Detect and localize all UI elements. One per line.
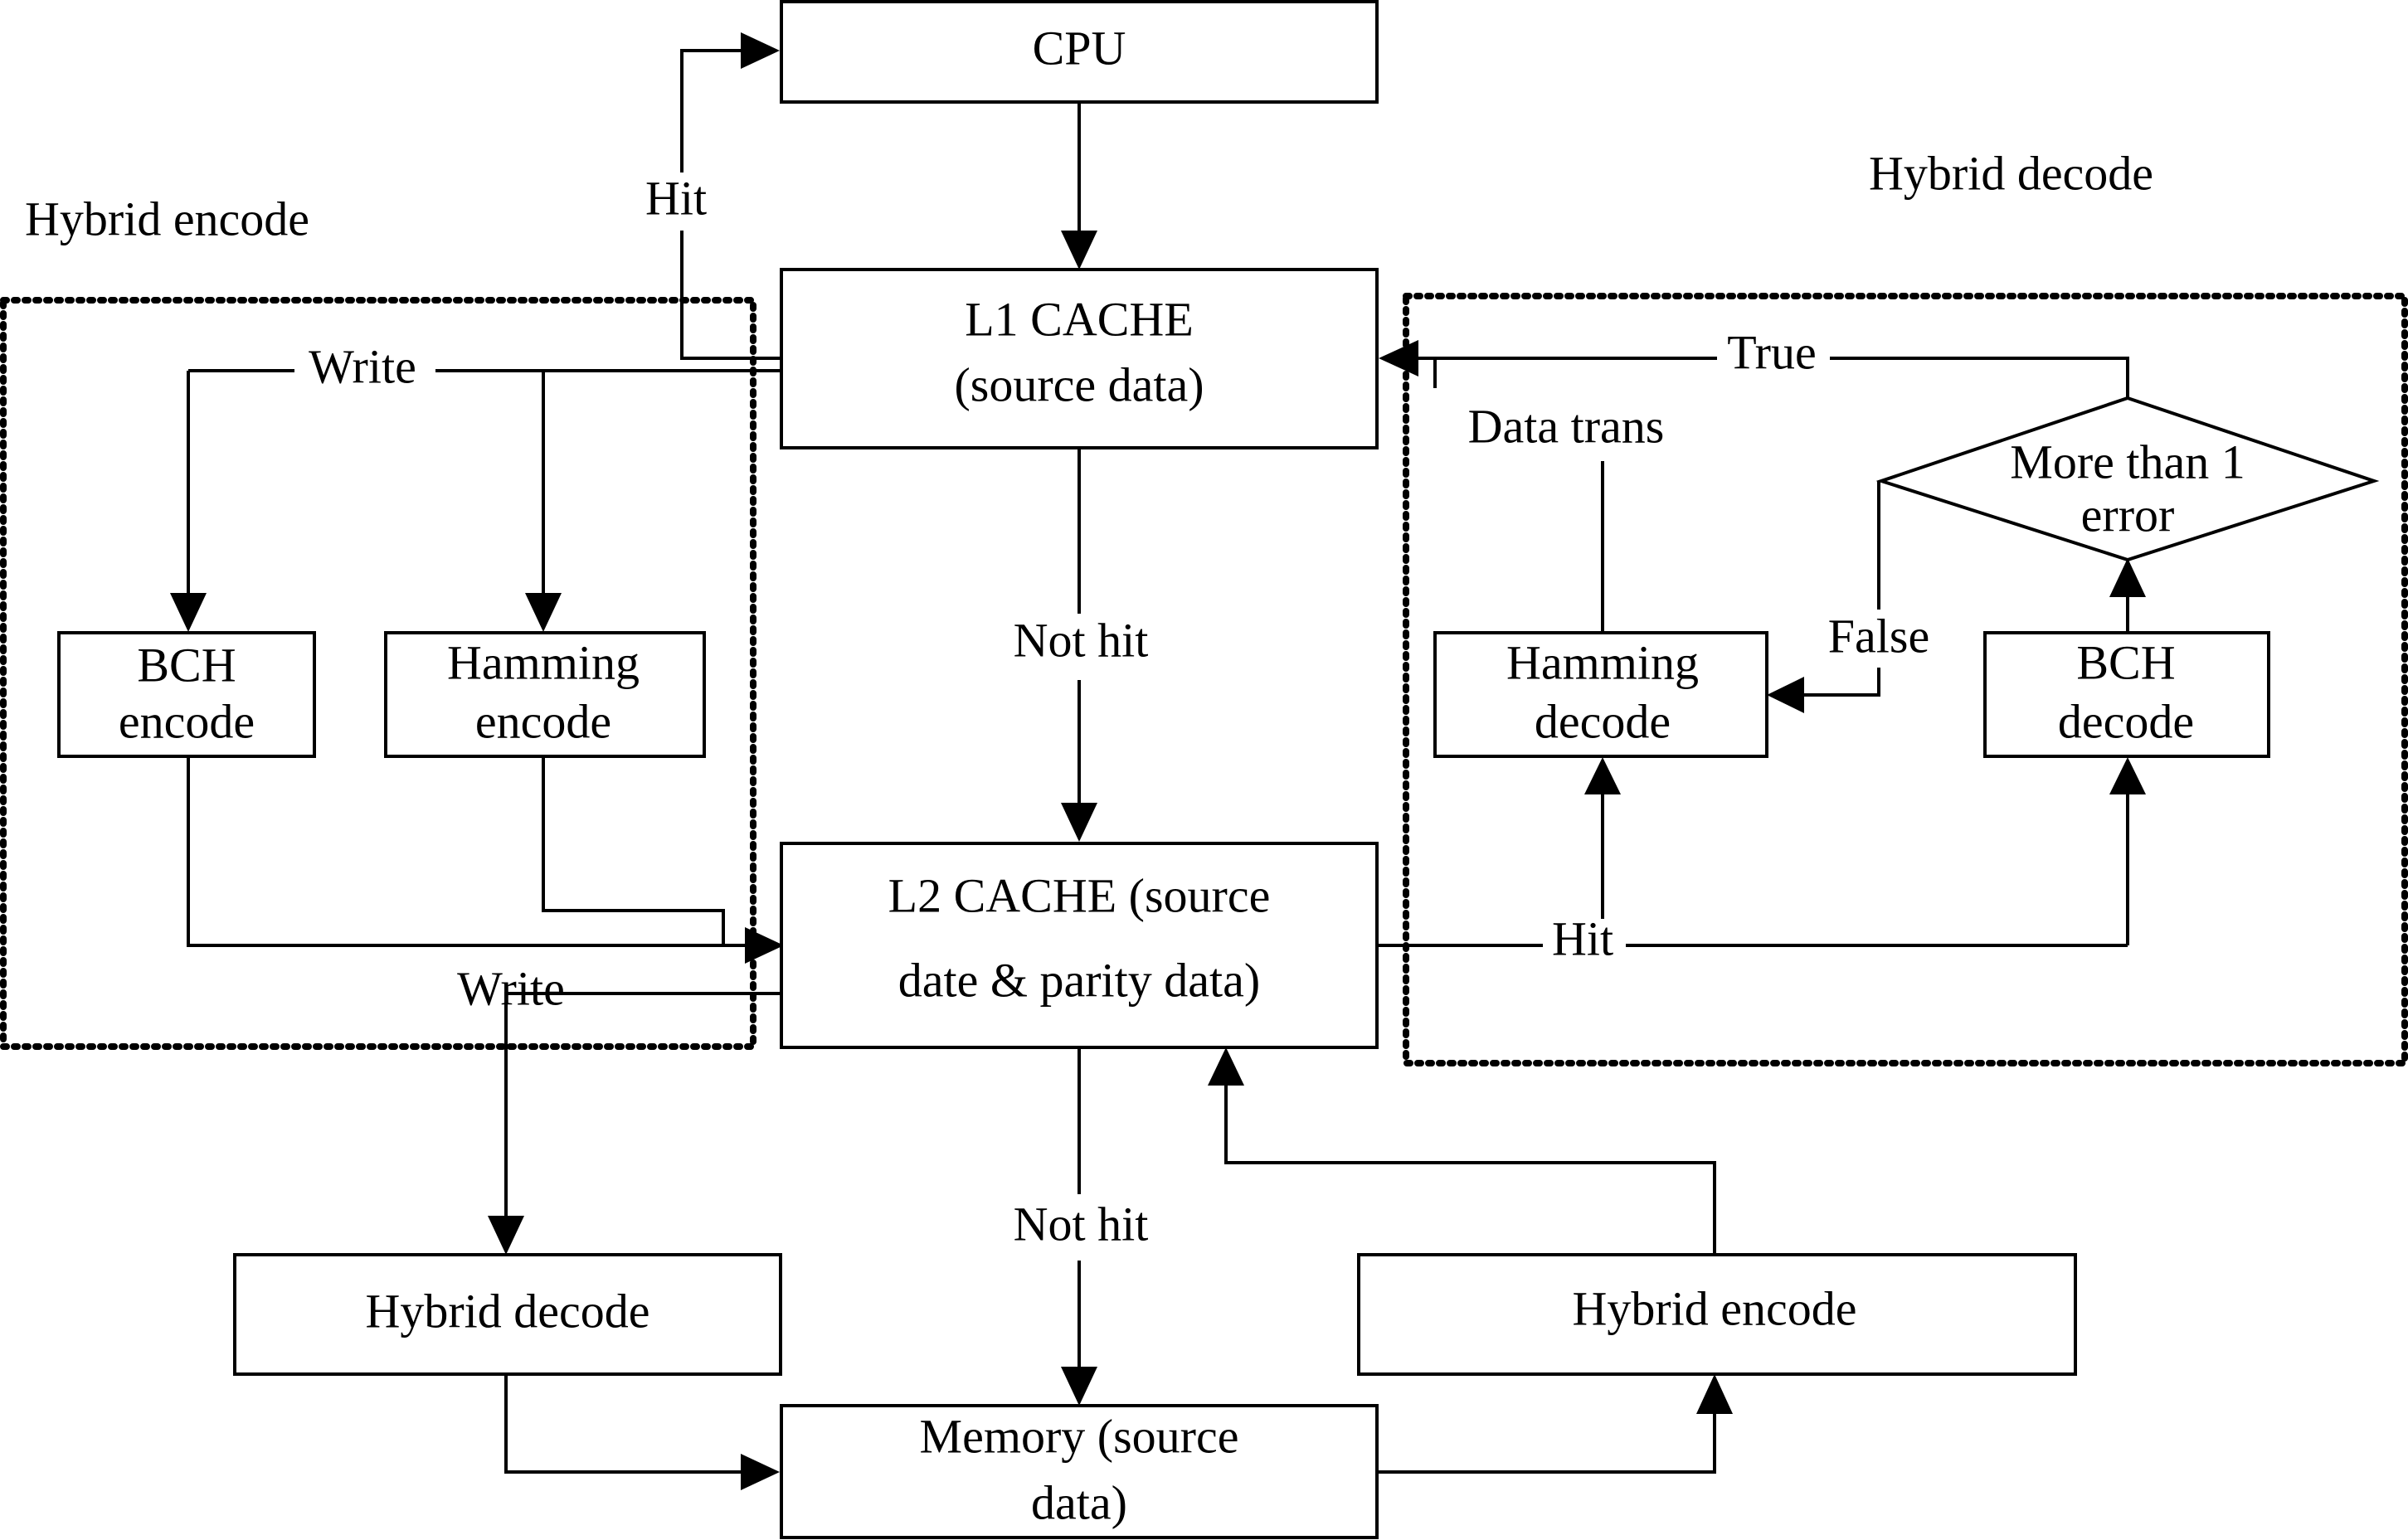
bch-encode-node (57, 631, 316, 758)
hamming-decode-node (1433, 631, 1768, 758)
bch-decode-node (1983, 631, 2270, 758)
hybrid-decode-box-label: Hybrid decode (365, 1284, 649, 1338)
l2-label-line1: L2 CACHE (source (888, 868, 1271, 922)
hybrid-encode-box-label: Hybrid encode (1572, 1281, 1856, 1335)
bch-encode-label-line2: encode (119, 694, 255, 748)
data-trans-label: Data trans (1468, 399, 1665, 453)
false-label: False (1828, 609, 1929, 663)
bch-encode-label-line1: BCH (137, 638, 236, 692)
l2-label-line2: date & parity data) (898, 953, 1260, 1007)
l1-label-line2: (source data) (954, 357, 1204, 411)
hamming-decode-label-line1: Hamming (1506, 635, 1699, 689)
error-decision-node (1875, 396, 2380, 562)
hybrid-encode-box (1357, 1253, 2077, 1376)
cpu-node (780, 0, 1379, 104)
hybrid-decode-region-title: Hybrid decode (1869, 146, 2153, 200)
cpu-label: CPU (1033, 21, 1126, 75)
l1-cache-node (780, 268, 1379, 449)
hybrid-decode-box (233, 1253, 782, 1376)
memory-node (780, 1404, 1379, 1539)
write-label-l2: Write (457, 961, 565, 1015)
not-hit-label-l2-memory: Not hit (1014, 1197, 1149, 1251)
decision-label-line2: error (2081, 488, 2175, 542)
bch-decode-label-line1: BCH (2076, 635, 2175, 689)
true-label: True (1727, 325, 1816, 379)
bch-decode-label-line2: decode (2058, 694, 2194, 748)
hamming-encode-label-line1: Hamming (447, 635, 640, 689)
memory-label-line1: Memory (source (920, 1409, 1239, 1463)
hybrid-encode-region (0, 297, 756, 1050)
hit-label-l1-cpu: Hit (645, 171, 707, 225)
l1-label-line1: L1 CACHE (965, 292, 1194, 346)
hybrid-decode-region (1403, 293, 2408, 1066)
hamming-encode-node (384, 631, 706, 758)
hamming-encode-label-line2: encode (475, 694, 611, 748)
memory-label-line2: data) (1031, 1475, 1127, 1529)
hit-label-l2-decode: Hit (1552, 911, 1613, 965)
write-label-l1: Write (309, 339, 416, 393)
hybrid-encode-region-title: Hybrid encode (25, 192, 309, 245)
hamming-decode-label-line2: decode (1535, 694, 1671, 748)
l2-cache-node (780, 842, 1379, 1049)
not-hit-label-l1-l2: Not hit (1014, 613, 1149, 667)
decision-label-line1: More than 1 (2010, 435, 2245, 488)
